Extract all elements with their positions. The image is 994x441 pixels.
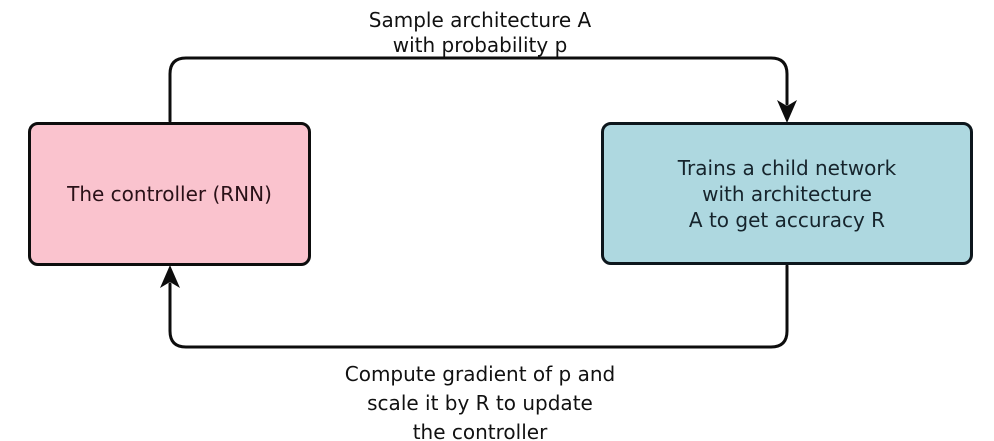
sample-edge-label-line-1: Sample architecture A: [368, 8, 592, 32]
child-network-node-label: Trains a child network with architecture…: [678, 155, 896, 233]
sample-arrow-line: [168, 56, 789, 123]
child-network-line-3: A to get accuracy R: [688, 207, 886, 232]
controller-node: The controller (RNN): [28, 122, 311, 266]
feedback-edge-label-line-3: the controller: [412, 420, 548, 441]
controller-node-label: The controller (RNN): [67, 182, 272, 206]
sample-edge-label-line-2: with probability p: [392, 33, 568, 57]
feedback-arrow-line: [168, 264, 789, 349]
arrowhead-down-icon: [777, 100, 797, 123]
feedback-edge-label-line-1: Compute gradient of p and: [344, 362, 616, 386]
feedback-edge-label: Compute gradient of p and scale it by R …: [280, 360, 680, 441]
sample-edge-label: Sample architecture A with probability p: [280, 8, 680, 58]
arrowhead-up-icon: [160, 265, 180, 288]
child-network-node: Trains a child network with architecture…: [601, 122, 973, 265]
child-network-line-1: Trains a child network: [677, 155, 897, 180]
feedback-edge-label-line-2: scale it by R to update: [367, 391, 593, 415]
child-network-line-2: with architecture: [702, 181, 872, 206]
